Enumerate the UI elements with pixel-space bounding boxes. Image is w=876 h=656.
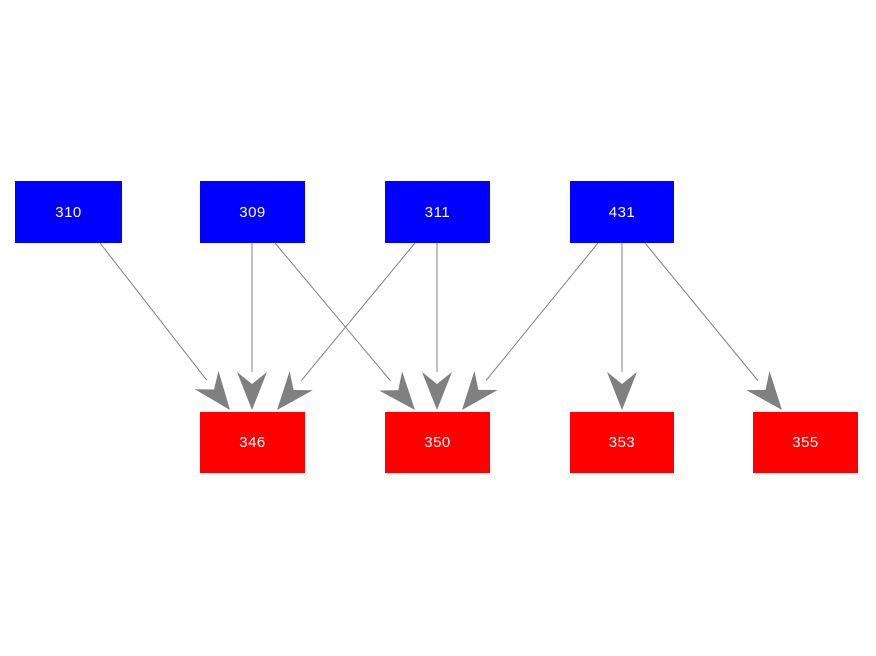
node-label: 310 [55,203,82,221]
node-label: 309 [239,203,266,221]
arrowhead-icon [194,370,230,410]
arrowhead-icon [237,372,267,410]
edge-line [300,242,416,382]
arrowhead-icon [462,371,498,410]
arrowhead-icon [607,372,637,410]
arrowhead-icon [422,372,452,410]
edge-431-to-353 [607,243,637,410]
node-label: 355 [792,434,819,451]
node-309[interactable]: 309 [200,181,305,243]
edge-309-to-350 [274,242,415,410]
arrowhead-icon [746,371,782,410]
node-label: 350 [424,434,451,451]
edge-311-to-350 [422,243,452,410]
node-label: 346 [239,434,266,451]
edge-309-to-346 [237,243,267,410]
edge-line [99,242,208,381]
edge-line [485,242,599,381]
edge-431-to-355 [644,242,782,410]
node-350[interactable]: 350 [385,412,490,473]
edge-line [644,242,759,381]
node-431[interactable]: 431 [570,181,674,243]
node-346[interactable]: 346 [200,412,305,473]
node-label: 311 [424,203,451,221]
node-label: 353 [608,434,636,451]
node-310[interactable]: 310 [15,181,122,243]
edge-line [274,242,391,382]
edge-310-to-346 [99,242,230,410]
arrowhead-icon [379,371,415,410]
node-311[interactable]: 311 [385,181,490,243]
arrowhead-icon [277,371,313,410]
node-label: 431 [608,203,636,221]
edge-311-to-346 [277,242,416,410]
node-353[interactable]: 353 [570,412,674,473]
edge-431-to-350 [462,242,599,410]
node-355[interactable]: 355 [753,412,858,473]
